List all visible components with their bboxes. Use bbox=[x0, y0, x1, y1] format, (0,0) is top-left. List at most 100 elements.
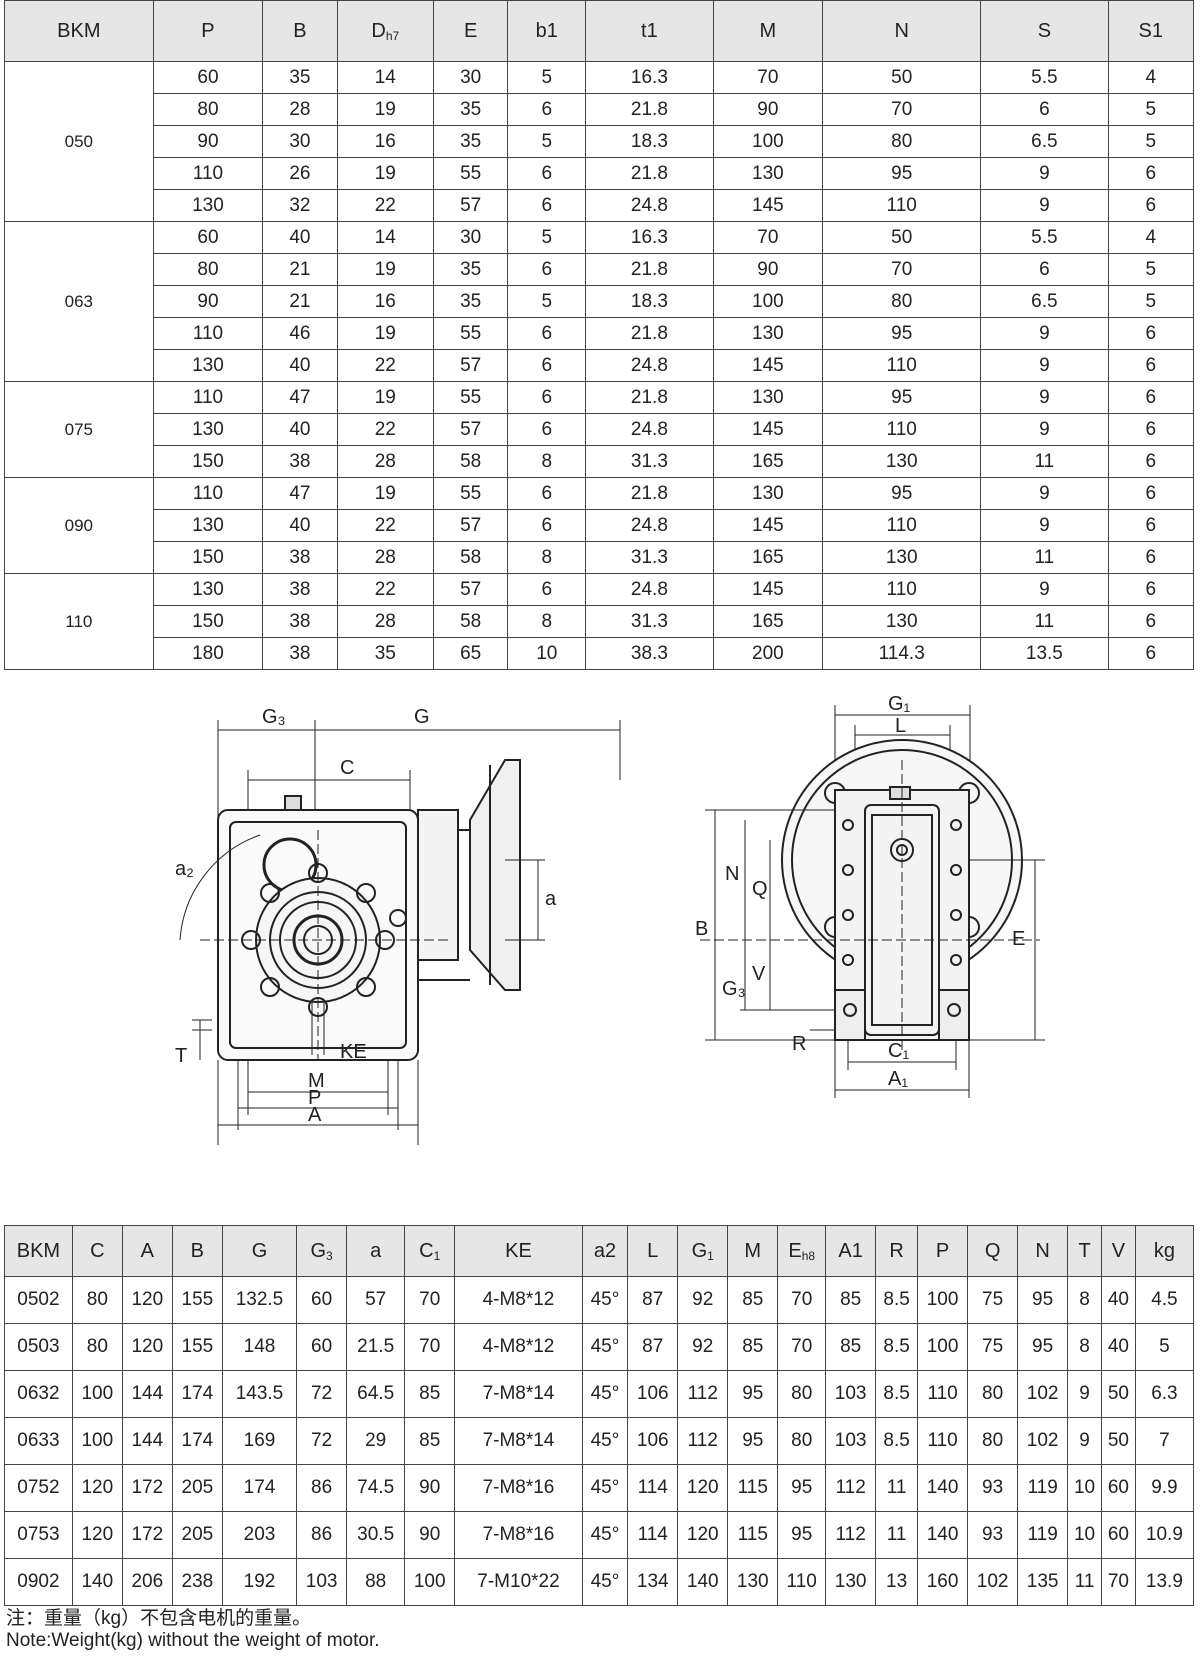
table-cell: 8 bbox=[1067, 1276, 1102, 1324]
column-header: Dh7 bbox=[336, 0, 435, 62]
table-cell: 85 bbox=[404, 1370, 456, 1418]
column-header: T bbox=[1067, 1225, 1102, 1277]
table-cell: 19 bbox=[336, 381, 435, 414]
table-cell: 93 bbox=[967, 1511, 1019, 1559]
table-cell: 130 bbox=[825, 1558, 877, 1606]
table-cell: 85 bbox=[825, 1276, 877, 1324]
column-header-label: R bbox=[889, 1239, 904, 1262]
table-cell: 120 bbox=[677, 1511, 729, 1559]
table-cell: 160 bbox=[917, 1558, 969, 1606]
table-cell: 26 bbox=[262, 157, 338, 190]
table-cell: 6 bbox=[1107, 413, 1195, 446]
table-cell: 103 bbox=[296, 1558, 348, 1606]
column-header-subscript: h8 bbox=[801, 1248, 816, 1263]
table-cell: 16 bbox=[336, 125, 435, 158]
table-cell: 21.8 bbox=[585, 477, 714, 510]
table-cell: 58 bbox=[433, 445, 509, 478]
table-cell: 13 bbox=[875, 1558, 919, 1606]
table-cell: 92 bbox=[677, 1323, 729, 1371]
column-header-label: N bbox=[1035, 1239, 1050, 1262]
table-cell: 5.5 bbox=[980, 61, 1109, 94]
table-cell: 144 bbox=[121, 1417, 173, 1465]
table-cell: 120 bbox=[121, 1323, 173, 1371]
table-cell: 80 bbox=[822, 285, 982, 318]
table-cell: 70 bbox=[777, 1323, 827, 1371]
table-cell: 35 bbox=[336, 637, 435, 670]
table-cell: 11 bbox=[980, 541, 1109, 574]
table-cell: 100 bbox=[917, 1323, 969, 1371]
table-cell: 72 bbox=[296, 1417, 348, 1465]
table-cell: 130 bbox=[822, 541, 982, 574]
table-cell: 90 bbox=[152, 285, 264, 318]
column-header-label: BKM bbox=[16, 1239, 61, 1262]
table-cell: 29 bbox=[346, 1417, 406, 1465]
table-cell: 192 bbox=[221, 1558, 298, 1606]
label-a: a bbox=[545, 888, 557, 910]
label-v: V bbox=[752, 963, 766, 985]
table-cell: 9.9 bbox=[1134, 1464, 1195, 1512]
column-header-label: P bbox=[201, 19, 215, 42]
table-cell: 130 bbox=[822, 445, 982, 478]
table-cell: 9 bbox=[980, 573, 1109, 606]
table-cell: 45° bbox=[581, 1276, 629, 1324]
table-cell: 11 bbox=[980, 445, 1109, 478]
table-cell: 19 bbox=[336, 317, 435, 350]
table-cell: 9 bbox=[1067, 1417, 1102, 1465]
table-cell: 21.8 bbox=[585, 157, 714, 190]
table-cell: 21.5 bbox=[346, 1323, 406, 1371]
table-cell: 57 bbox=[346, 1276, 406, 1324]
table-cell: 19 bbox=[336, 253, 435, 286]
table-cell: 110 bbox=[152, 477, 264, 510]
column-header-label: S bbox=[1037, 19, 1052, 42]
table-cell: 93 bbox=[967, 1464, 1019, 1512]
table-cell: 100 bbox=[917, 1276, 969, 1324]
table-cell: 6 bbox=[1107, 477, 1195, 510]
label-n: N bbox=[725, 863, 739, 885]
table-cell: 5 bbox=[507, 285, 587, 318]
table-cell: 24.8 bbox=[585, 189, 714, 222]
table-cell: 90 bbox=[712, 253, 824, 286]
table-cell: 130 bbox=[152, 349, 264, 382]
table-cell: 60 bbox=[152, 61, 264, 94]
table-cell: 14 bbox=[336, 61, 435, 94]
column-header-label: kg bbox=[1153, 1239, 1175, 1262]
table-cell: 6.5 bbox=[980, 125, 1109, 158]
table-cell: 50 bbox=[822, 221, 982, 254]
table-cell: 11 bbox=[980, 605, 1109, 638]
table-cell: 87 bbox=[627, 1323, 679, 1371]
table-cell: 13.9 bbox=[1134, 1558, 1195, 1606]
table-cell: 30.5 bbox=[346, 1511, 406, 1559]
table-cell: 11 bbox=[875, 1464, 919, 1512]
column-header: M bbox=[712, 0, 824, 62]
table-cell: 38 bbox=[262, 541, 338, 574]
table-cell: 120 bbox=[71, 1511, 123, 1559]
column-header-label: E bbox=[788, 1239, 802, 1262]
table-cell: 206 bbox=[121, 1558, 173, 1606]
column-header-label: C bbox=[90, 1239, 105, 1262]
table-cell: 6 bbox=[507, 413, 587, 446]
column-header: BKM bbox=[4, 1225, 73, 1277]
table-cell: 5 bbox=[1107, 93, 1195, 126]
table-cell: 57 bbox=[433, 509, 509, 542]
label-m: M bbox=[308, 1070, 325, 1092]
table-cell: 0902 bbox=[4, 1558, 73, 1606]
table-cell: 22 bbox=[336, 509, 435, 542]
table-cell: 5 bbox=[507, 125, 587, 158]
table-cell: 47 bbox=[262, 477, 338, 510]
table-cell: 6 bbox=[507, 573, 587, 606]
table-cell: 100 bbox=[71, 1417, 123, 1465]
column-header: L bbox=[627, 1225, 679, 1277]
table-cell: 19 bbox=[336, 477, 435, 510]
side-view-drawing bbox=[179, 720, 621, 1145]
table-cell: 110 bbox=[917, 1417, 969, 1465]
column-header-label: P bbox=[935, 1239, 950, 1262]
table-cell: 132.5 bbox=[221, 1276, 298, 1324]
table-cell: 92 bbox=[677, 1276, 729, 1324]
table-cell: 38 bbox=[262, 637, 338, 670]
table-cell: 7-M8*14 bbox=[454, 1370, 583, 1418]
